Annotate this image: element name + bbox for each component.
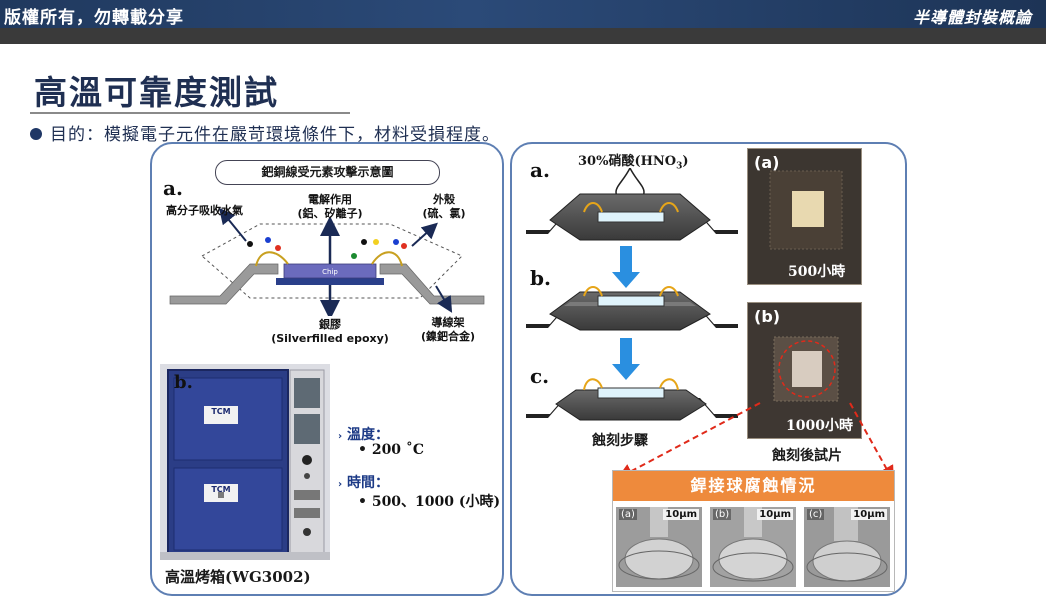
title-underline: [30, 112, 350, 114]
spec-time-value: 500、1000 (小時): [371, 494, 501, 510]
label-silver-epoxy: 銀膠 (Silverfilled epoxy): [271, 318, 389, 345]
mold-outline: [201, 223, 463, 299]
photo-b-tag: (b): [754, 307, 781, 326]
oven-illustration: [160, 364, 330, 560]
package-step-c: [526, 378, 738, 421]
leadframe-arrow: [435, 285, 453, 313]
left-leadframe: [169, 263, 279, 305]
bullet-icon: [30, 128, 42, 140]
package-step-b: [526, 286, 738, 331]
down-arrow-icon: [612, 246, 640, 288]
spec-temperature-value: 200 ˚C: [371, 442, 425, 458]
left-bond-wire: [255, 251, 289, 267]
header-bar: 版權所有，勿轉載分享 半導體封裝概論: [0, 0, 1046, 28]
spec-temperature: › 溫度：: [338, 424, 389, 444]
bullet-icon: •: [358, 494, 372, 510]
label-moisture: 高分子吸收水氣: [166, 204, 243, 217]
sem-b-tag: (b): [713, 509, 732, 520]
course-title: 半導體封裝概論: [912, 8, 1032, 27]
sem-image-a: (a) 10µm: [616, 507, 702, 587]
header-divider: [0, 28, 1046, 44]
etch-step-a-letter: a.: [530, 158, 550, 182]
spec-temperature-value-row: • 200 ˚C: [358, 442, 424, 458]
right-leadframe: [379, 263, 485, 305]
die-pad: [276, 278, 384, 285]
moisture-arrow: [218, 207, 247, 242]
spec-time-label: 時間：: [347, 475, 389, 491]
purpose-text: 目的：模擬電子元件在嚴苛環境條件下，材料受損程度。: [50, 125, 500, 145]
spec-time-value-row: • 500、1000 (小時): [358, 491, 500, 511]
sample-photo-1000h: (b) 1000小時: [747, 302, 862, 439]
sem-c-tag: (c): [807, 509, 825, 520]
label-electrolysis: 電解作用 (鋁、矽離子): [297, 193, 363, 220]
package-cross-section-diagram: Chip: [169, 207, 485, 316]
photo-a-tag: (a): [754, 153, 780, 172]
spec-temperature-label: 溫度：: [347, 427, 389, 443]
sample-photo-500h: (a) 500小時: [747, 148, 862, 285]
label-leadframe: 導線架 (鎳鈀合金): [420, 316, 476, 343]
mold-arrow: [411, 222, 438, 247]
oven-sticker-lower: TCM: [211, 485, 231, 494]
etch-step-b-letter: b.: [530, 266, 551, 290]
sem-c-scale: 10µm: [851, 509, 887, 520]
sem-a-tag: (a): [619, 509, 637, 520]
down-arrow-icon: [612, 338, 640, 380]
photo-a-caption: 500小時: [788, 264, 846, 280]
attacking-elements: [247, 237, 407, 259]
oven-sticker-upper: TCM: [211, 407, 231, 416]
page-title: 高溫可靠度測試: [34, 73, 279, 112]
chevron-right-icon: ›: [338, 431, 343, 442]
package-step-a: [526, 193, 738, 241]
etch-step-c-letter: c.: [530, 364, 550, 388]
sem-image-b: (b) 10µm: [710, 507, 796, 587]
purpose-bullet: 目的：模擬電子元件在嚴苛環境條件下，材料受損程度。: [30, 120, 500, 145]
copyright-notice: 版權所有，勿轉載分享: [4, 8, 184, 28]
etching-steps-caption: 蝕刻步驟: [592, 433, 648, 449]
chip-label: Chip: [322, 268, 338, 276]
etched-samples-caption: 蝕刻後試片: [772, 448, 842, 464]
label-mold-compound: 外殼 (硫、氯): [422, 193, 466, 220]
sem-image-c: (c) 10µm: [804, 507, 890, 587]
photo-b-caption: 1000小時: [786, 418, 853, 434]
highlight-arrows: [616, 402, 894, 482]
sem-a-scale: 10µm: [663, 509, 699, 520]
oven-photo-letter: b.: [174, 372, 193, 393]
chevron-right-icon: ›: [338, 479, 343, 490]
diagram-title: 鈀銅線受元素攻擊示意圖: [215, 160, 440, 185]
right-bond-wire: [371, 251, 403, 267]
acid-label: 30%硝酸(HNO3): [578, 154, 689, 172]
diagram-letter-a: a.: [163, 176, 183, 200]
oven-photo: b. TCM TCM: [160, 364, 330, 560]
solder-ball-corrosion-panel: 銲接球腐蝕情況 (a) 10µm (b) 10µm (c) 10µm: [612, 470, 895, 592]
oven-caption: 高溫烤箱(WG3002): [165, 568, 311, 586]
spec-time: › 時間：: [338, 472, 389, 492]
sem-b-scale: 10µm: [757, 509, 793, 520]
corrosion-panel-title: 銲接球腐蝕情況: [613, 471, 894, 501]
etching-steps-diagram: [526, 168, 738, 421]
bullet-icon: •: [358, 442, 372, 458]
